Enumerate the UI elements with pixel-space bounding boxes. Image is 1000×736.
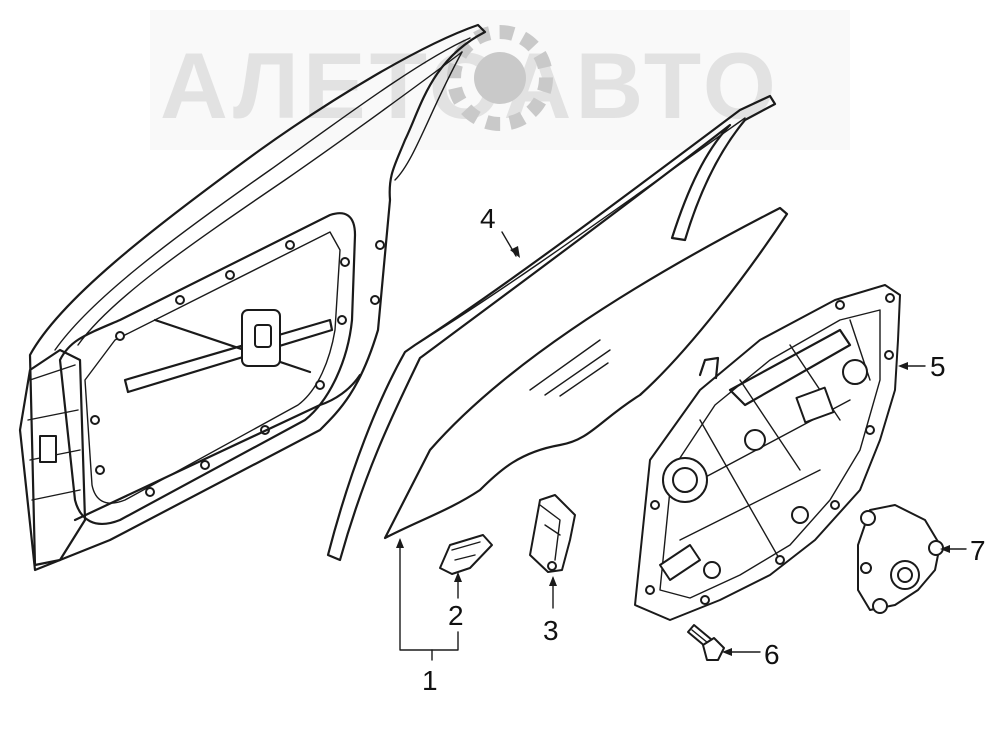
- callout-6: 6: [764, 639, 780, 670]
- glass-guide-bracket: [529, 494, 576, 573]
- glass-run-channel: [326, 94, 777, 562]
- bolt-part: [687, 624, 725, 661]
- callout-numbers: 1 2 3 4 5 6 7: [422, 203, 986, 696]
- door-glass: [383, 206, 789, 540]
- callout-3: 3: [543, 615, 559, 646]
- callout-4: 4: [480, 203, 496, 234]
- leader-lines: [396, 231, 967, 661]
- watermark-logo: АЛЕТОАВТО: [150, 10, 850, 150]
- gear-icon: [447, 25, 553, 131]
- callout-1: 1: [422, 665, 438, 696]
- door-shell: [18, 23, 487, 572]
- glass-clip: [439, 534, 493, 575]
- callout-2: 2: [448, 600, 464, 631]
- callout-7: 7: [970, 535, 986, 566]
- callout-5: 5: [930, 351, 946, 382]
- watermark-text: АЛЕТОАВТО: [160, 33, 780, 138]
- door-module-panel: [634, 284, 901, 621]
- window-motor: [857, 504, 944, 614]
